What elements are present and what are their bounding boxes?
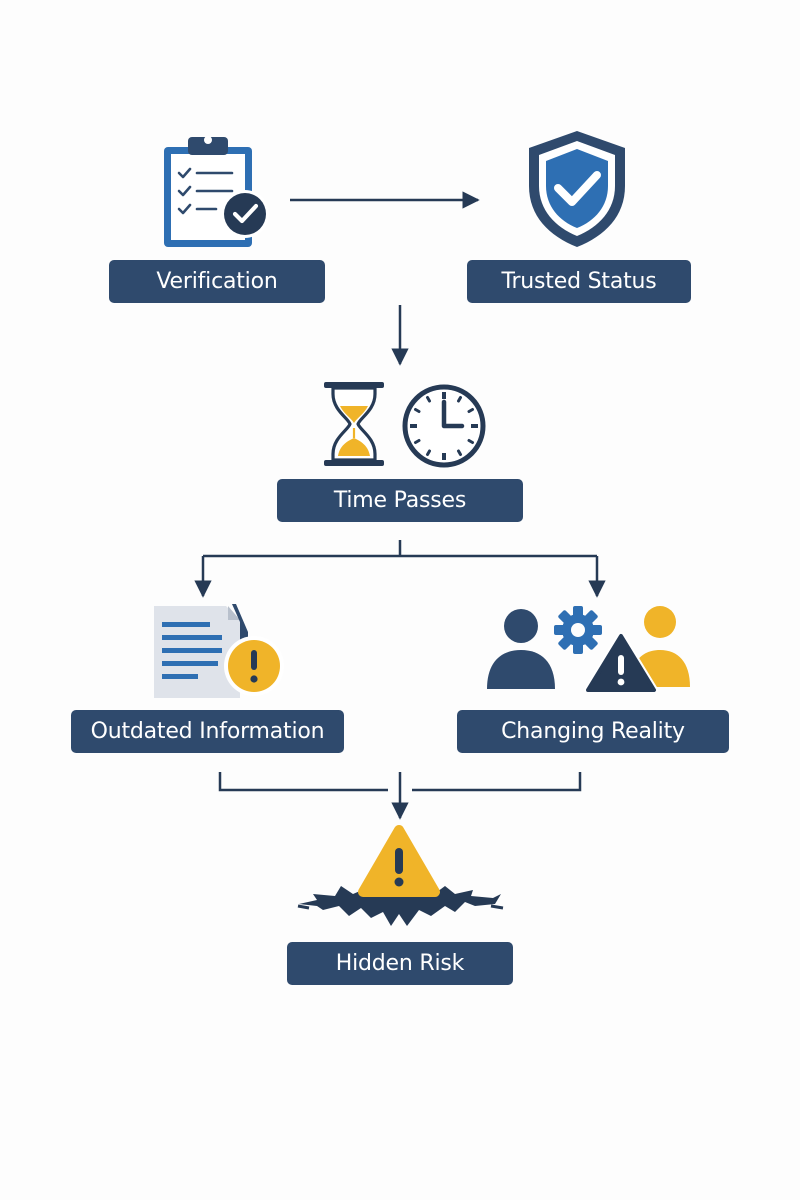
branch-time-to-outcomes bbox=[203, 540, 597, 558]
warning-icon bbox=[584, 632, 658, 692]
merge-bracket-right bbox=[412, 772, 582, 792]
changing-reality-icon bbox=[487, 606, 690, 692]
person-icon bbox=[487, 609, 555, 689]
document-warning-icon bbox=[154, 604, 284, 698]
changing-reality-label: Changing Reality bbox=[457, 710, 729, 753]
hidden-risk-label: Hidden Risk bbox=[287, 942, 513, 985]
clipboard-check-icon bbox=[164, 136, 269, 247]
verification-label: Verification bbox=[109, 260, 325, 303]
trusted-status-label: Trusted Status bbox=[467, 260, 691, 303]
clock-icon bbox=[402, 384, 486, 468]
hourglass-icon bbox=[324, 382, 384, 466]
gear-icon bbox=[554, 606, 602, 654]
shield-check-icon bbox=[529, 131, 625, 247]
cracked-ground-warning-icon bbox=[297, 825, 504, 926]
outdated-information-label: Outdated Information bbox=[71, 710, 344, 753]
merge-bracket-left bbox=[218, 772, 388, 792]
time-passes-label: Time Passes bbox=[277, 479, 523, 522]
